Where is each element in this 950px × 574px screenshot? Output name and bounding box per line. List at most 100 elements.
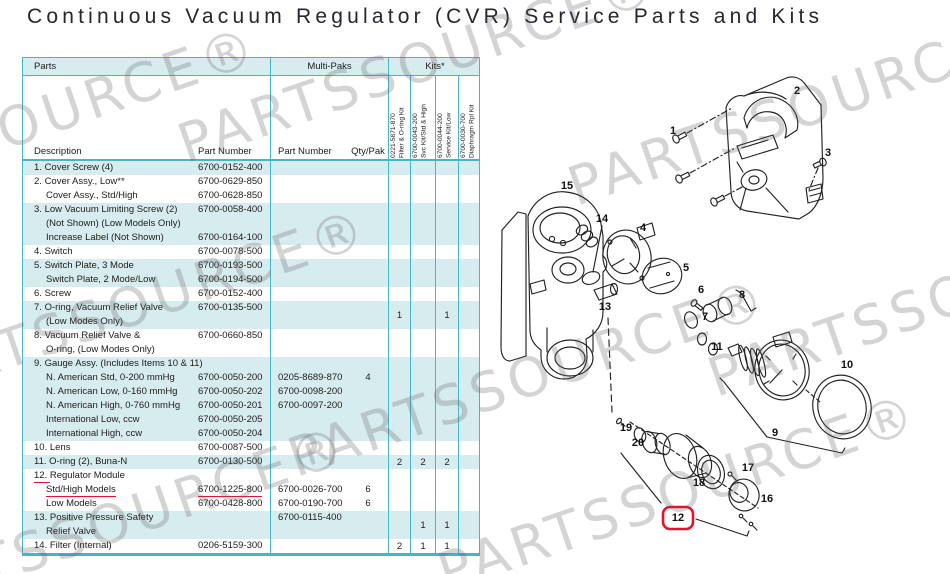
cell-line [278,455,348,469]
description-text: International Low, ccw [46,414,140,425]
cell-line: 6700-0058-400 [198,204,263,215]
cell-line [278,343,348,357]
kit-part-number: 0221-5871-870 [389,113,397,158]
kit-qty-cell [459,357,481,441]
kit-qty-cell [389,161,411,175]
item-number: 3. [34,204,45,215]
description-cell: 11. O-ring (2), Buna-N [23,455,196,469]
kit-qty-cell [459,259,481,287]
cell-line: 6700-0050-204 [198,428,263,439]
cell-line [348,245,388,259]
description-line: Switch Plate, 2 Mode/Low [34,273,196,287]
qty-pak-cell [348,245,389,259]
description-line: 14. Filter (Internal) [34,539,196,553]
cell-line: 6700-0152-400 [198,162,263,173]
callout-1: 1 [670,125,676,137]
mp-part-number-cell [271,287,348,301]
kit-name: Service Kit/Low [445,112,453,158]
callout-10: 10 [841,359,853,371]
kit-qty-cell [389,245,411,259]
cell-line [348,413,388,427]
cover-screws [672,107,745,207]
description-cell: 1. Cover Screw (4) [23,161,196,175]
cell-line [278,525,348,539]
cell-line [348,399,388,413]
item-number: 5. [34,260,45,271]
kit-qty-cell [459,161,481,175]
description-line: O-ring, (Low Modes Only) [34,343,196,357]
kit-qty-cell [389,175,411,203]
cell-line [278,315,348,329]
module-bracket [620,452,750,537]
description-text: Positive Pressure Safety [49,512,154,523]
callout-14: 14 [596,213,609,225]
callout-3: 3 [825,147,831,159]
description-text: Low Models [46,498,97,509]
table-row: 8. Vacuum Relief Valve &O-ring, (Low Mod… [23,329,479,357]
group-parts: Parts [23,58,271,75]
kit-qty-cell [436,357,459,441]
cell-line [348,455,388,469]
cell-line [198,315,270,329]
table-row: 2. Cover Assy., Low**Cover Assy., Std/Hi… [23,175,479,203]
kit-qty-cell [436,287,459,301]
cell-line: 6700-0087-500 [198,442,263,453]
kit-qty-cell [411,329,436,357]
part-number-cell: 6700-0058-400 6700-0164-100 [196,203,271,245]
mp-part-number-cell [271,441,348,455]
internal-filter [581,225,603,285]
kit-qty-cell [411,287,436,301]
kit-qty-cell [411,175,436,203]
description-line: 3. Low Vacuum Limiting Screw (2) [34,203,196,217]
description-line: (Low Modes Only) [34,315,196,329]
qty-pak-cell [348,329,389,357]
cell-line [348,525,388,539]
cell-line: 6700-0164-100 [198,232,263,243]
description-text: Vacuum Relief Valve & [44,330,141,341]
cell-line [198,357,270,371]
callout-13: 13 [599,301,611,313]
cell-line [278,441,348,455]
item-number: 14. [34,540,50,551]
cell-line [348,357,388,371]
cell-line [278,217,348,231]
table-row: 3. Low Vacuum Limiting Screw (2)(Not Sho… [23,203,479,245]
cell-line [198,343,270,357]
description-line: Low Models [34,497,196,511]
description-line: Cover Assy., Std/High [34,189,196,203]
item-number: 12. [34,470,50,483]
description-cell: 2. Cover Assy., Low**Cover Assy., Std/Hi… [23,175,196,203]
cell-line [348,259,388,273]
description-cell: 6. Screw [23,287,196,301]
group-multipaks: Multi-Paks [271,58,389,75]
item-number: 4. [34,246,45,257]
description-cell: 3. Low Vacuum Limiting Screw (2)(Not Sho… [23,203,196,245]
kit-qty-cell: 1 [411,539,436,553]
description-line: 8. Vacuum Relief Valve & [34,329,196,343]
kit-qty-cell [411,161,436,175]
kit-qty-cell [411,441,436,455]
description-text: Std/High Models [46,484,116,497]
kit-qty-cell [459,287,481,301]
switch-part [602,222,656,285]
table-row: 9. Gauge Assy. (Includes Items 10 & 11)N… [23,357,479,441]
qty-pak-cell [348,539,389,553]
description-line: 10. Lens [34,441,196,455]
kit-qty-cell [436,203,459,245]
cell-line [278,175,348,189]
highlight-box [661,505,695,531]
description-line: 6. Screw [34,287,196,301]
kit-qty-cell [436,259,459,287]
description-line: 1. Cover Screw (4) [34,161,196,175]
parts-table: Parts Multi-Paks Kits* Description Part … [22,57,480,556]
kit-qty-cell [436,161,459,175]
